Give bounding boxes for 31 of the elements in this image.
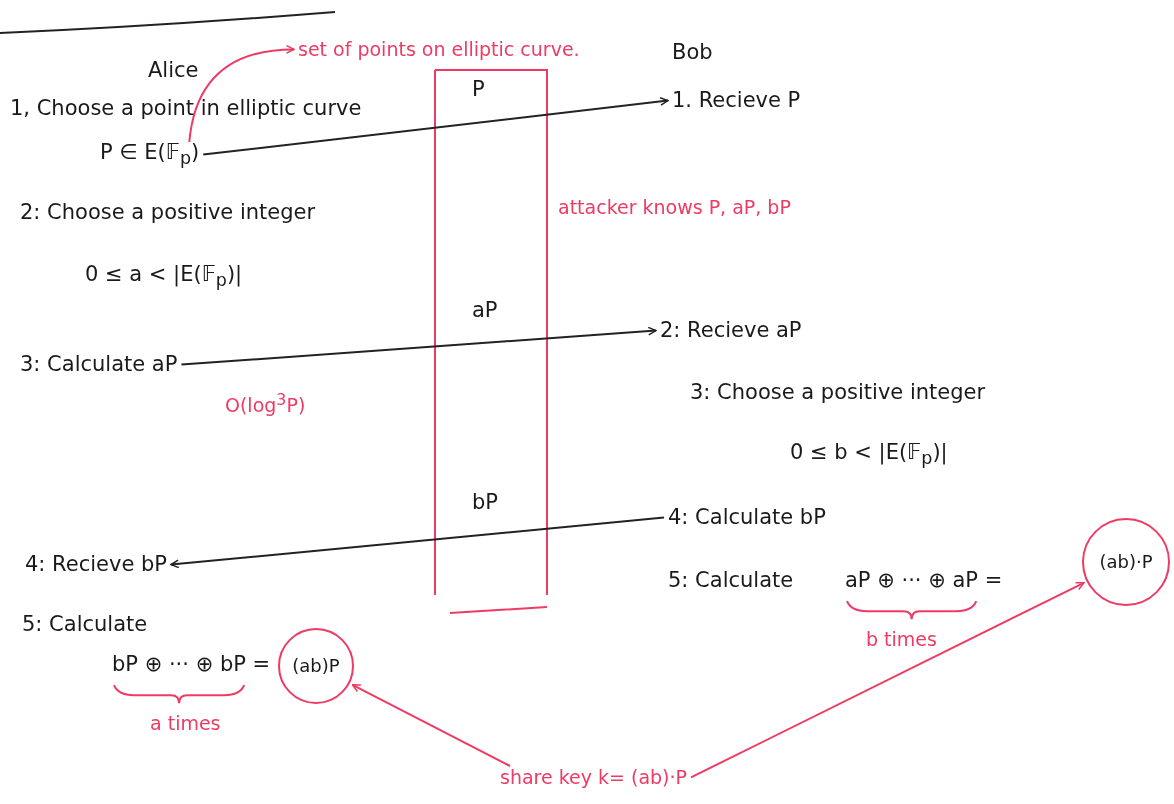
arrow <box>202 97 669 156</box>
arrow <box>690 581 1085 779</box>
step-text: 2: Choose a positive integer <box>20 200 316 226</box>
step-text: 4: Calculate bP <box>668 505 826 531</box>
step-text: 4: Recieve bP <box>25 552 167 578</box>
step-text: 3: Calculate aP <box>20 352 178 378</box>
note-text: a times <box>150 712 221 735</box>
step-text: 2: Recieve aP <box>660 318 802 344</box>
annotation-text: attacker knows P, aP, bP <box>558 196 791 219</box>
arrow <box>351 683 511 767</box>
actor-name: Alice <box>148 58 199 84</box>
actor-name: Bob <box>672 40 713 66</box>
step-text: 5: Calculate <box>668 568 794 594</box>
formula-text: aP ⊕ ··· ⊕ aP = <box>845 568 1003 594</box>
arrow <box>180 326 657 366</box>
formula-text: P ∈ E(𝔽$_{p}$) <box>100 140 200 170</box>
step-text: 5: Calculate <box>22 612 148 638</box>
step-text: 1. Recieve P <box>672 88 801 114</box>
formula-text: 0 ≤ a < |E(𝔽$_{p}$)| <box>85 262 243 292</box>
step-text: 1, Choose a point in elliptic curve <box>10 96 362 122</box>
result-circle: (ab)·P <box>1082 518 1170 606</box>
note-text: share key k= (ab)·P <box>500 766 687 789</box>
arrow <box>188 45 295 143</box>
note-text: b times <box>866 628 937 651</box>
note-text: set of points on elliptic curve. <box>298 38 580 61</box>
step-text: 3: Choose a positive integer <box>690 380 986 406</box>
result-circle: (ab)P <box>278 628 354 704</box>
annotation-text: O(log$^{3}$P) <box>225 390 306 418</box>
arrow <box>170 516 665 569</box>
formula-text: bP ⊕ ··· ⊕ bP = <box>112 652 271 678</box>
formula-text: 0 ≤ b < |E(𝔽$_{p}$)| <box>790 440 948 470</box>
